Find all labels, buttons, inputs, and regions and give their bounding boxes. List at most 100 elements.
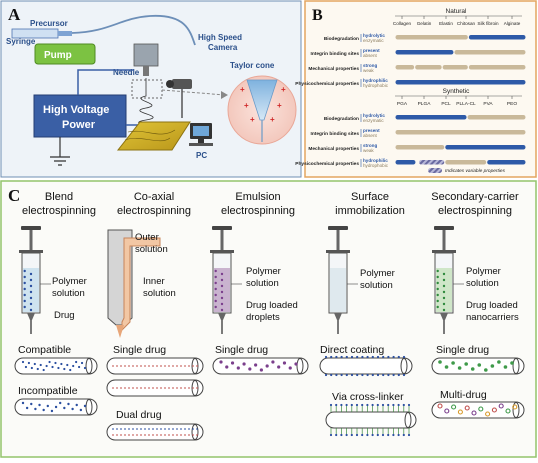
drug-particle: [214, 287, 217, 291]
panel-a: A Syringe Precursor Pump Needle High Spe…: [0, 0, 302, 178]
surface-dot: [324, 373, 328, 377]
fibers: [14, 355, 525, 441]
surface-dot: [402, 433, 405, 437]
camera-label-line2: Camera: [208, 43, 238, 52]
surface-dot: [345, 403, 348, 407]
fiber-drug-dot: [36, 367, 39, 371]
surface-dot: [350, 433, 353, 437]
surface-dot: [392, 373, 395, 377]
natural-property-bar: [468, 35, 526, 40]
col3-drug-line2: droplets: [246, 312, 280, 323]
fiber-drug-dot: [451, 361, 455, 365]
synthetic-property-bar: [419, 160, 445, 165]
drug-particle: [214, 275, 217, 279]
natural-row-top: hydrolytic: [363, 33, 385, 38]
taylor-cone: [246, 79, 278, 121]
col4-direct-label: Direct coating: [320, 344, 384, 356]
surface-dot: [382, 355, 385, 359]
surface-dot: [330, 373, 333, 377]
surface-dot: [361, 355, 364, 359]
drug-particle: [220, 278, 224, 282]
surface-dot: [407, 433, 411, 437]
drug-particle: [214, 269, 217, 273]
surface-dot: [402, 355, 406, 359]
surface-dot: [335, 433, 338, 437]
col5-title-line1: Secondary-carrier: [431, 191, 519, 203]
natural-col-label: Chitosan: [457, 21, 476, 26]
drug-particle: [214, 305, 217, 309]
fiber-end: [400, 358, 408, 374]
fiber-drug-dot: [77, 365, 81, 369]
drug-particle: [442, 296, 446, 300]
fiber-end: [296, 358, 304, 374]
col5-polymer-line2: solution: [466, 278, 499, 289]
surface-dot: [387, 355, 390, 359]
panel-b-letter: B: [312, 7, 323, 24]
drug-particle: [220, 272, 224, 276]
multi-drug-dot: [457, 409, 463, 415]
surface-dot: [340, 403, 343, 407]
charge-plus-icon: +: [281, 85, 286, 94]
hv-label-line1: High Voltage: [43, 104, 109, 116]
drug-particle: [29, 284, 33, 288]
plunger-cap: [434, 226, 454, 230]
compatible-fiber: [14, 357, 98, 375]
inner-tube: [121, 237, 161, 332]
surface-dot: [366, 433, 369, 437]
col4-title-line2: immobilization: [335, 205, 405, 217]
col4-polymer-line1: Polymer: [360, 268, 395, 279]
drug-particle: [442, 278, 446, 282]
col1-drug-label: Drug: [54, 310, 75, 321]
fiber-drug-dot: [464, 362, 468, 366]
natural-row-label: Mechanical properties: [308, 66, 359, 72]
barrel-flange: [210, 250, 234, 253]
fiber-body: [106, 423, 204, 441]
nanocarrier-fiber: [431, 357, 525, 375]
drug-particle: [23, 281, 26, 285]
surface-dot: [397, 373, 400, 377]
col5-polymer-line1: Polymer: [466, 266, 501, 277]
surface-dot: [355, 433, 359, 437]
fiber-body: [106, 379, 204, 397]
syringe-hub: [218, 313, 226, 320]
col5-drug-line2: nanocarriers: [466, 312, 519, 323]
fiber-drug-dot: [265, 364, 269, 368]
surface-dot: [392, 355, 395, 359]
fiber-drug-dot: [219, 360, 223, 364]
synthetic-col-label: PLGA: [418, 101, 432, 107]
fiber-drug-dot: [60, 362, 63, 366]
natural-row-top: present: [363, 48, 380, 53]
fiber-end: [512, 402, 520, 418]
camera-icon: [172, 79, 192, 89]
fiber-end: [85, 399, 93, 415]
charge-plus-icon: +: [277, 101, 282, 110]
fiber-drug-dot: [277, 365, 281, 369]
surface-dot: [387, 373, 390, 377]
synthetic-row-bottom: absent: [363, 133, 378, 138]
fiber-body: [14, 357, 98, 375]
needle-holder: [133, 43, 159, 67]
fiber-body: [319, 357, 413, 375]
synthetic-col-label: PCL: [441, 101, 451, 107]
synthetic-property-bar: [467, 115, 526, 120]
synthetic-row-top: present: [363, 128, 380, 133]
pc-stand: [198, 139, 204, 143]
synthetic-property-bar: [395, 145, 445, 150]
syringes: [19, 226, 464, 334]
synthetic-col-label: PVA: [483, 101, 493, 107]
syringe-tip: [58, 31, 72, 36]
fiber-drug-dot: [271, 360, 275, 364]
drug-particle: [29, 308, 33, 312]
plunger-rod: [220, 230, 224, 252]
surface-dot: [397, 355, 400, 359]
col4-cross-label: Via cross-linker: [332, 391, 404, 403]
natural-col-label: Silk fibroin: [477, 21, 499, 26]
multi-drug-dot: [444, 408, 450, 414]
surface-dot: [350, 373, 354, 377]
dual-drug-fiber: [106, 423, 204, 441]
synthetic-property-bar: [395, 130, 526, 135]
taylor-label: Taylor cone: [230, 61, 275, 70]
drug-particle: [442, 284, 446, 288]
fiber-drug-dot: [457, 366, 462, 370]
